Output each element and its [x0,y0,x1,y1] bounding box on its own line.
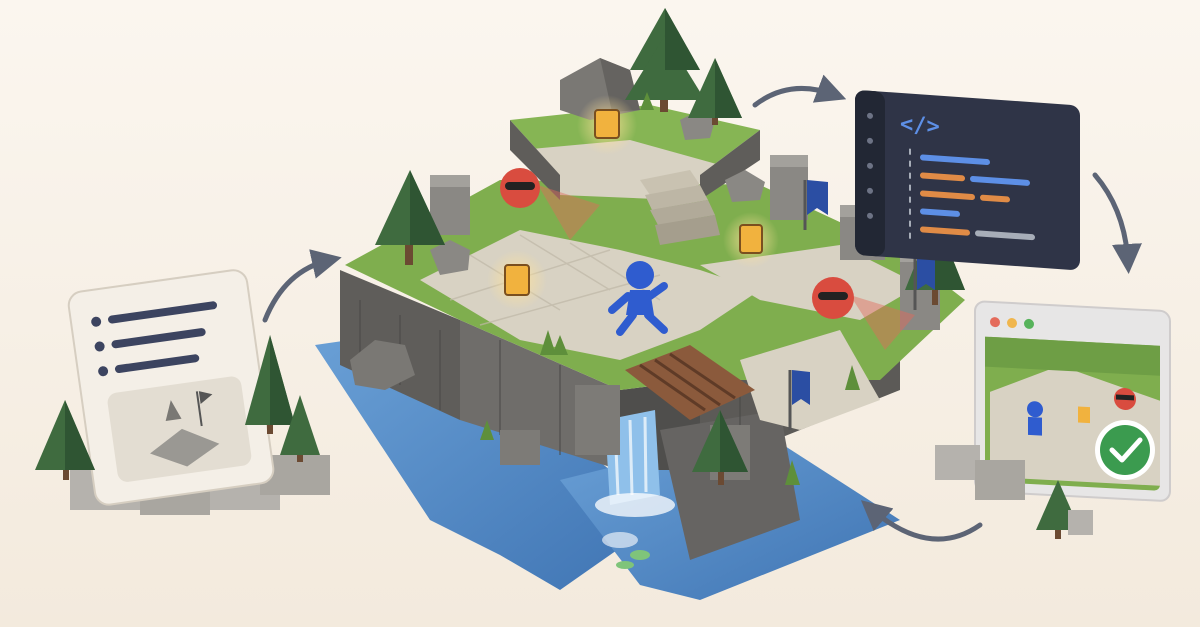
code-bracket-icon: </> [900,112,940,140]
cycle-arrow-icon [262,74,1142,542]
wooden-bridge [625,345,755,420]
code-editor-icon: </> [855,90,1080,270]
checkmark-icon [1095,420,1155,480]
grass-tufts [480,92,860,485]
enemy-1 [500,168,600,240]
design-document-icon [35,269,330,515]
browser-preview-icon [935,300,1171,539]
hero-character [608,261,668,336]
card-trees [35,335,320,480]
lanterns [487,95,779,310]
stairs [640,170,720,245]
banners [788,180,935,430]
enemy-2 [812,277,915,350]
